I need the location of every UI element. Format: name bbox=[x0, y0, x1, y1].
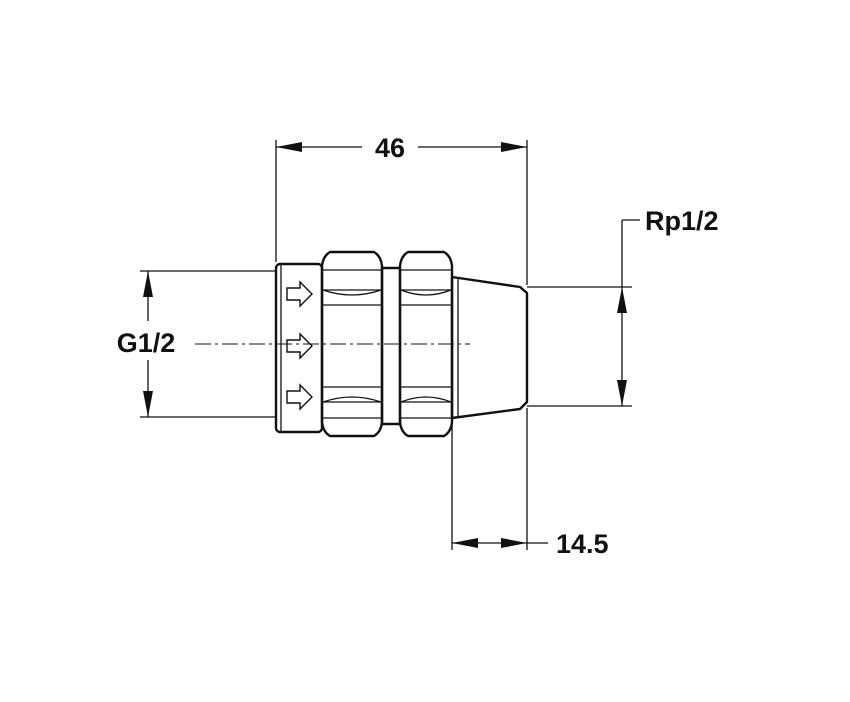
end-length-label: 14.5 bbox=[556, 529, 609, 559]
overall-length-label: 46 bbox=[375, 133, 405, 163]
end-length-dimension: 14.5 bbox=[451, 408, 609, 559]
fitting-body bbox=[274, 250, 529, 438]
overall-length-dimension: 46 bbox=[275, 133, 528, 285]
flow-direction-arrow-icon bbox=[286, 332, 313, 360]
hex-nut-left bbox=[320, 250, 384, 438]
flow-direction-arrow-icon bbox=[286, 383, 313, 411]
outlet-taper bbox=[450, 275, 529, 420]
flow-arrows bbox=[286, 280, 313, 411]
inlet-thread-dimension: G1/2 bbox=[117, 270, 276, 418]
outlet-thread-dimension: Rp1/2 bbox=[527, 206, 719, 407]
inlet-thread-label: G1/2 bbox=[117, 328, 176, 358]
flow-direction-arrow-icon bbox=[286, 280, 313, 308]
outlet-thread-label: Rp1/2 bbox=[645, 206, 719, 236]
hex-nut-right bbox=[398, 250, 454, 438]
body-waist bbox=[380, 266, 402, 426]
